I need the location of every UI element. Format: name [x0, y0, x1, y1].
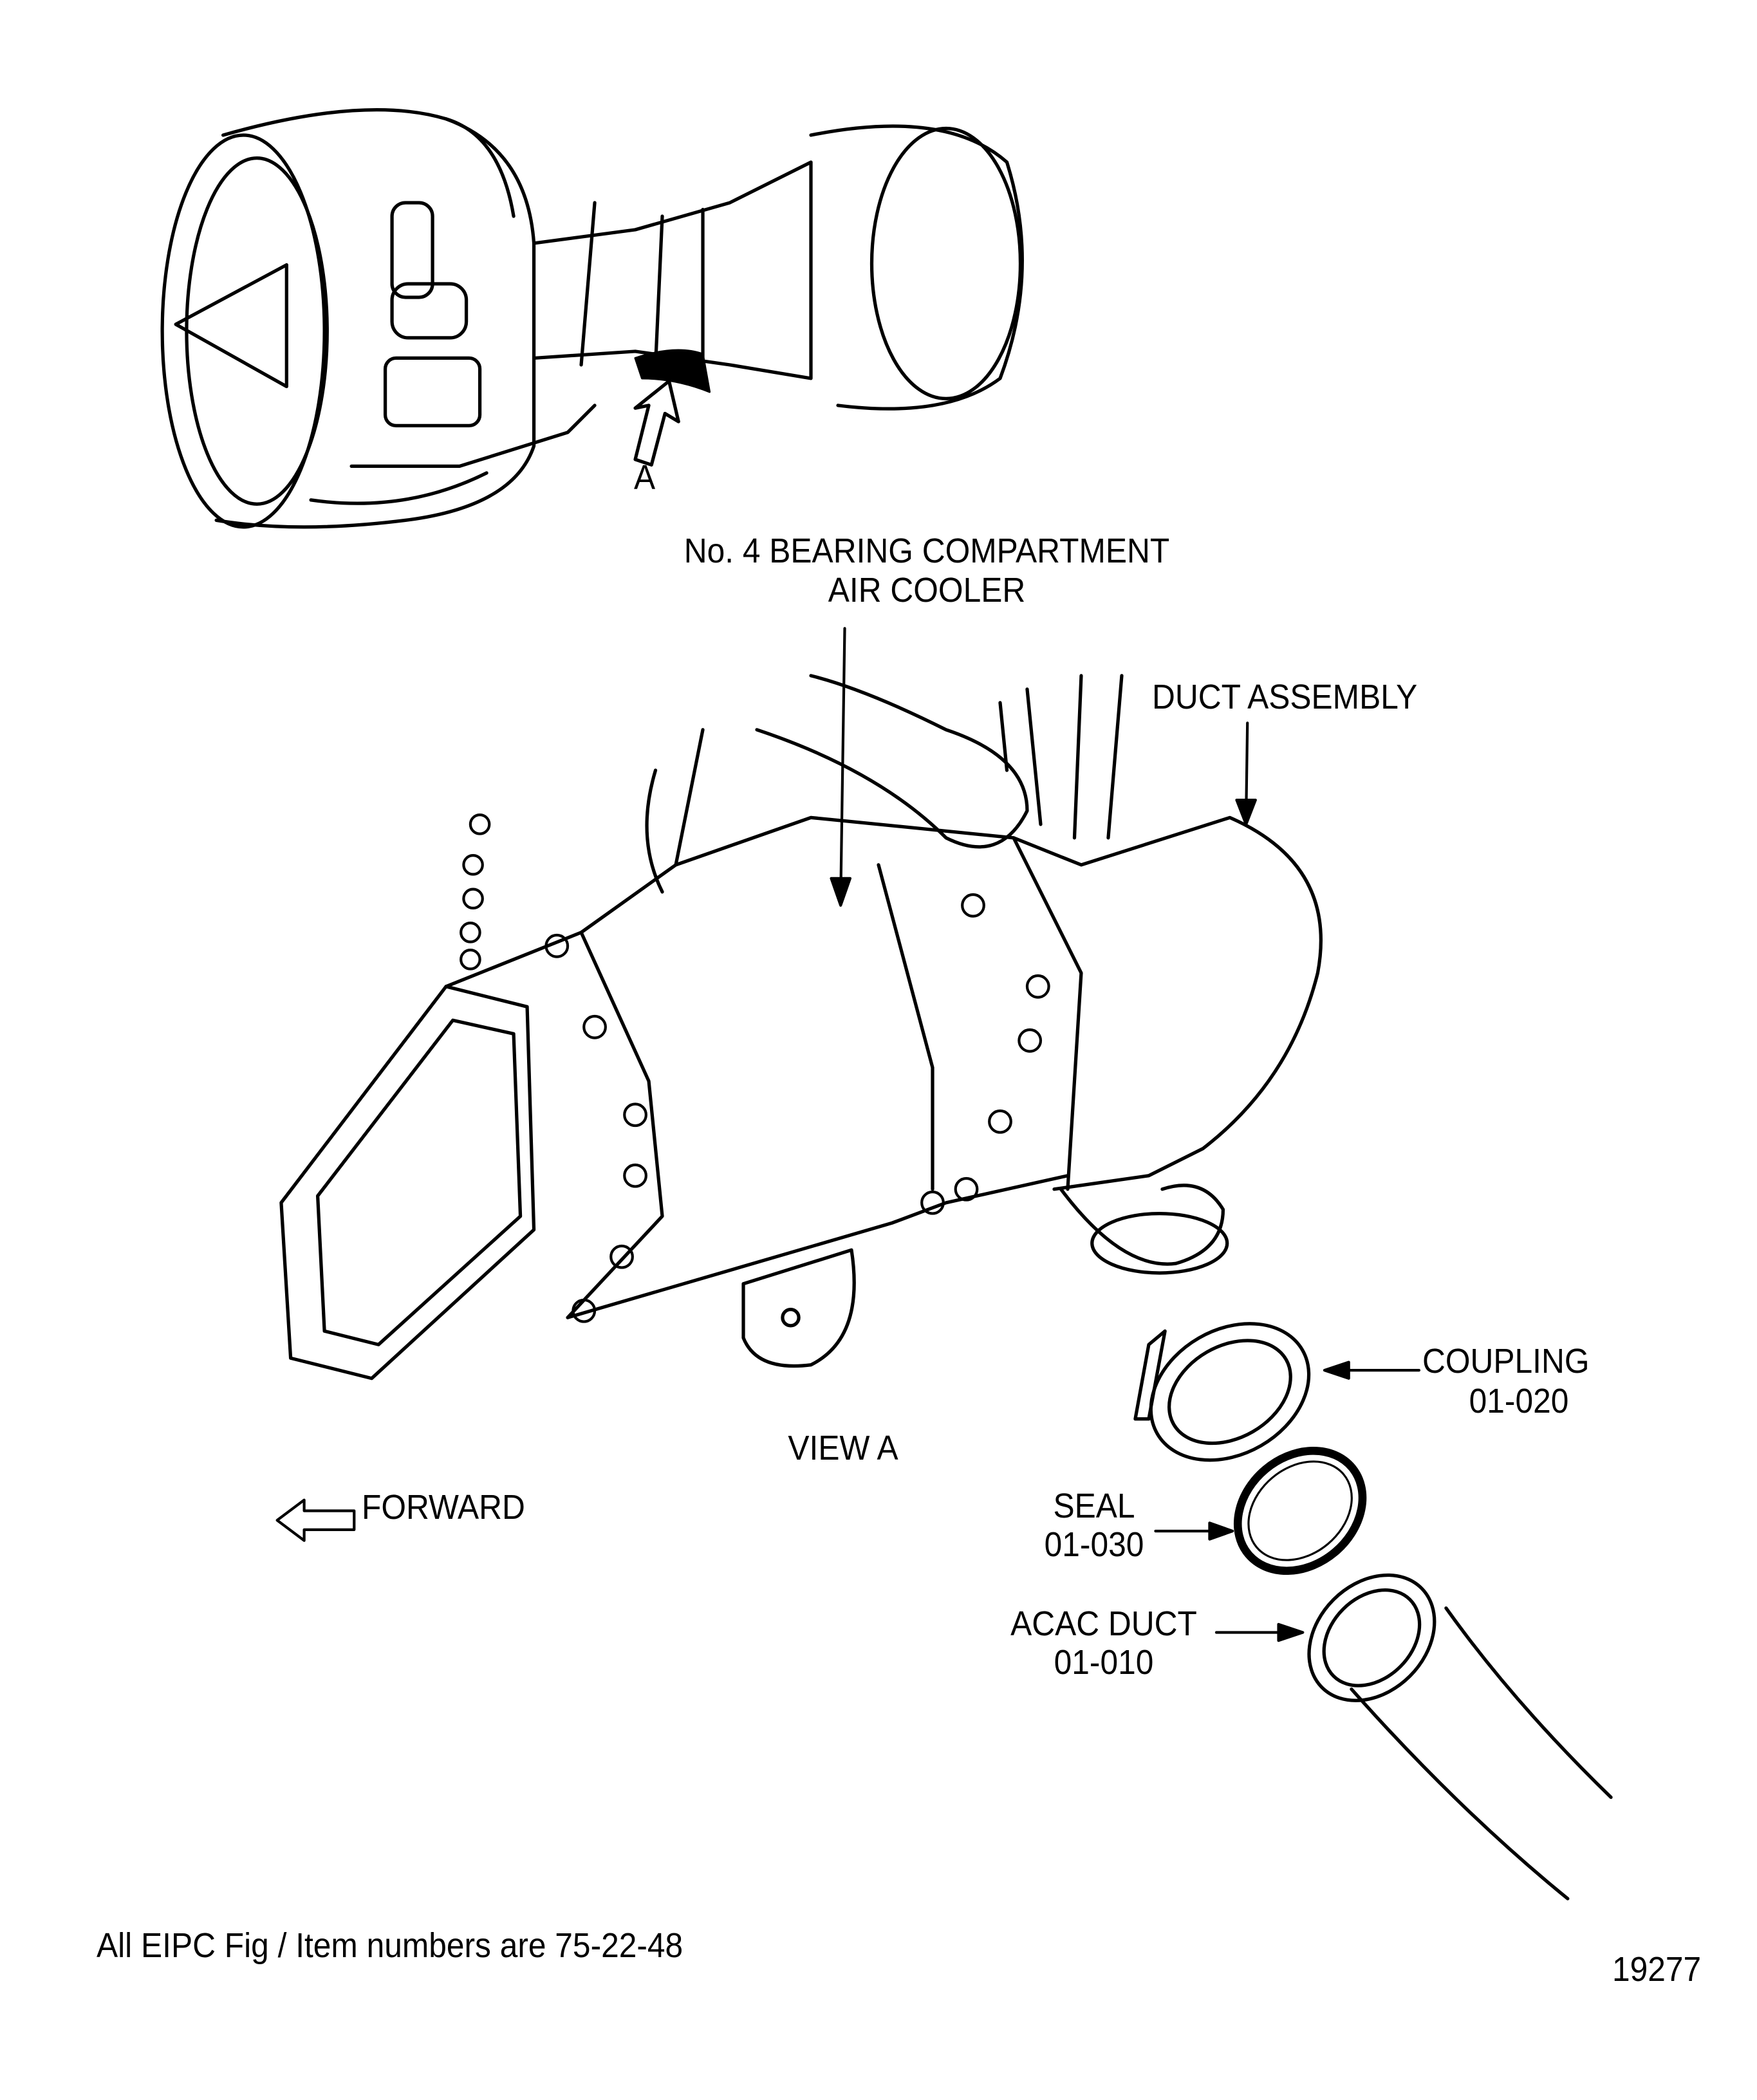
forward-arrow-icon: [275, 1498, 356, 1542]
coupling-clamp: [1133, 1322, 1311, 1462]
duct-assembly-label: DUCT ASSEMBLY: [1152, 678, 1418, 716]
acac-duct-item-number: 01-010: [1054, 1643, 1154, 1682]
engine-overview: [160, 107, 1024, 529]
forward-label: FORWARD: [362, 1488, 525, 1527]
view-a-label: VIEW A: [788, 1429, 898, 1467]
footnote: All EIPC Fig / Item numbers are 75-22-48: [97, 1926, 683, 1965]
seal-item-number: 01-030: [1044, 1525, 1144, 1564]
cooler-label-line1: No. 4 BEARING COMPARTMENT: [683, 532, 1170, 570]
seal-label: SEAL: [1053, 1487, 1135, 1525]
acac-duct: [1307, 1573, 1613, 1900]
coupling-item-number: 01-020: [1469, 1382, 1569, 1420]
view-arrow-icon: [633, 379, 680, 467]
cooler-label-line2: AIR COOLER: [828, 571, 1026, 609]
acac-duct-label: ACAC DUCT: [1010, 1604, 1197, 1643]
coupling-label: COUPLING: [1422, 1342, 1590, 1380]
leader-arrows: [830, 627, 1420, 1642]
figure-number: 19277: [1612, 1950, 1702, 1989]
seal-ring: [1233, 1446, 1367, 1575]
view-marker-label: A: [634, 458, 656, 497]
air-cooler-assembly: [279, 674, 1323, 1380]
